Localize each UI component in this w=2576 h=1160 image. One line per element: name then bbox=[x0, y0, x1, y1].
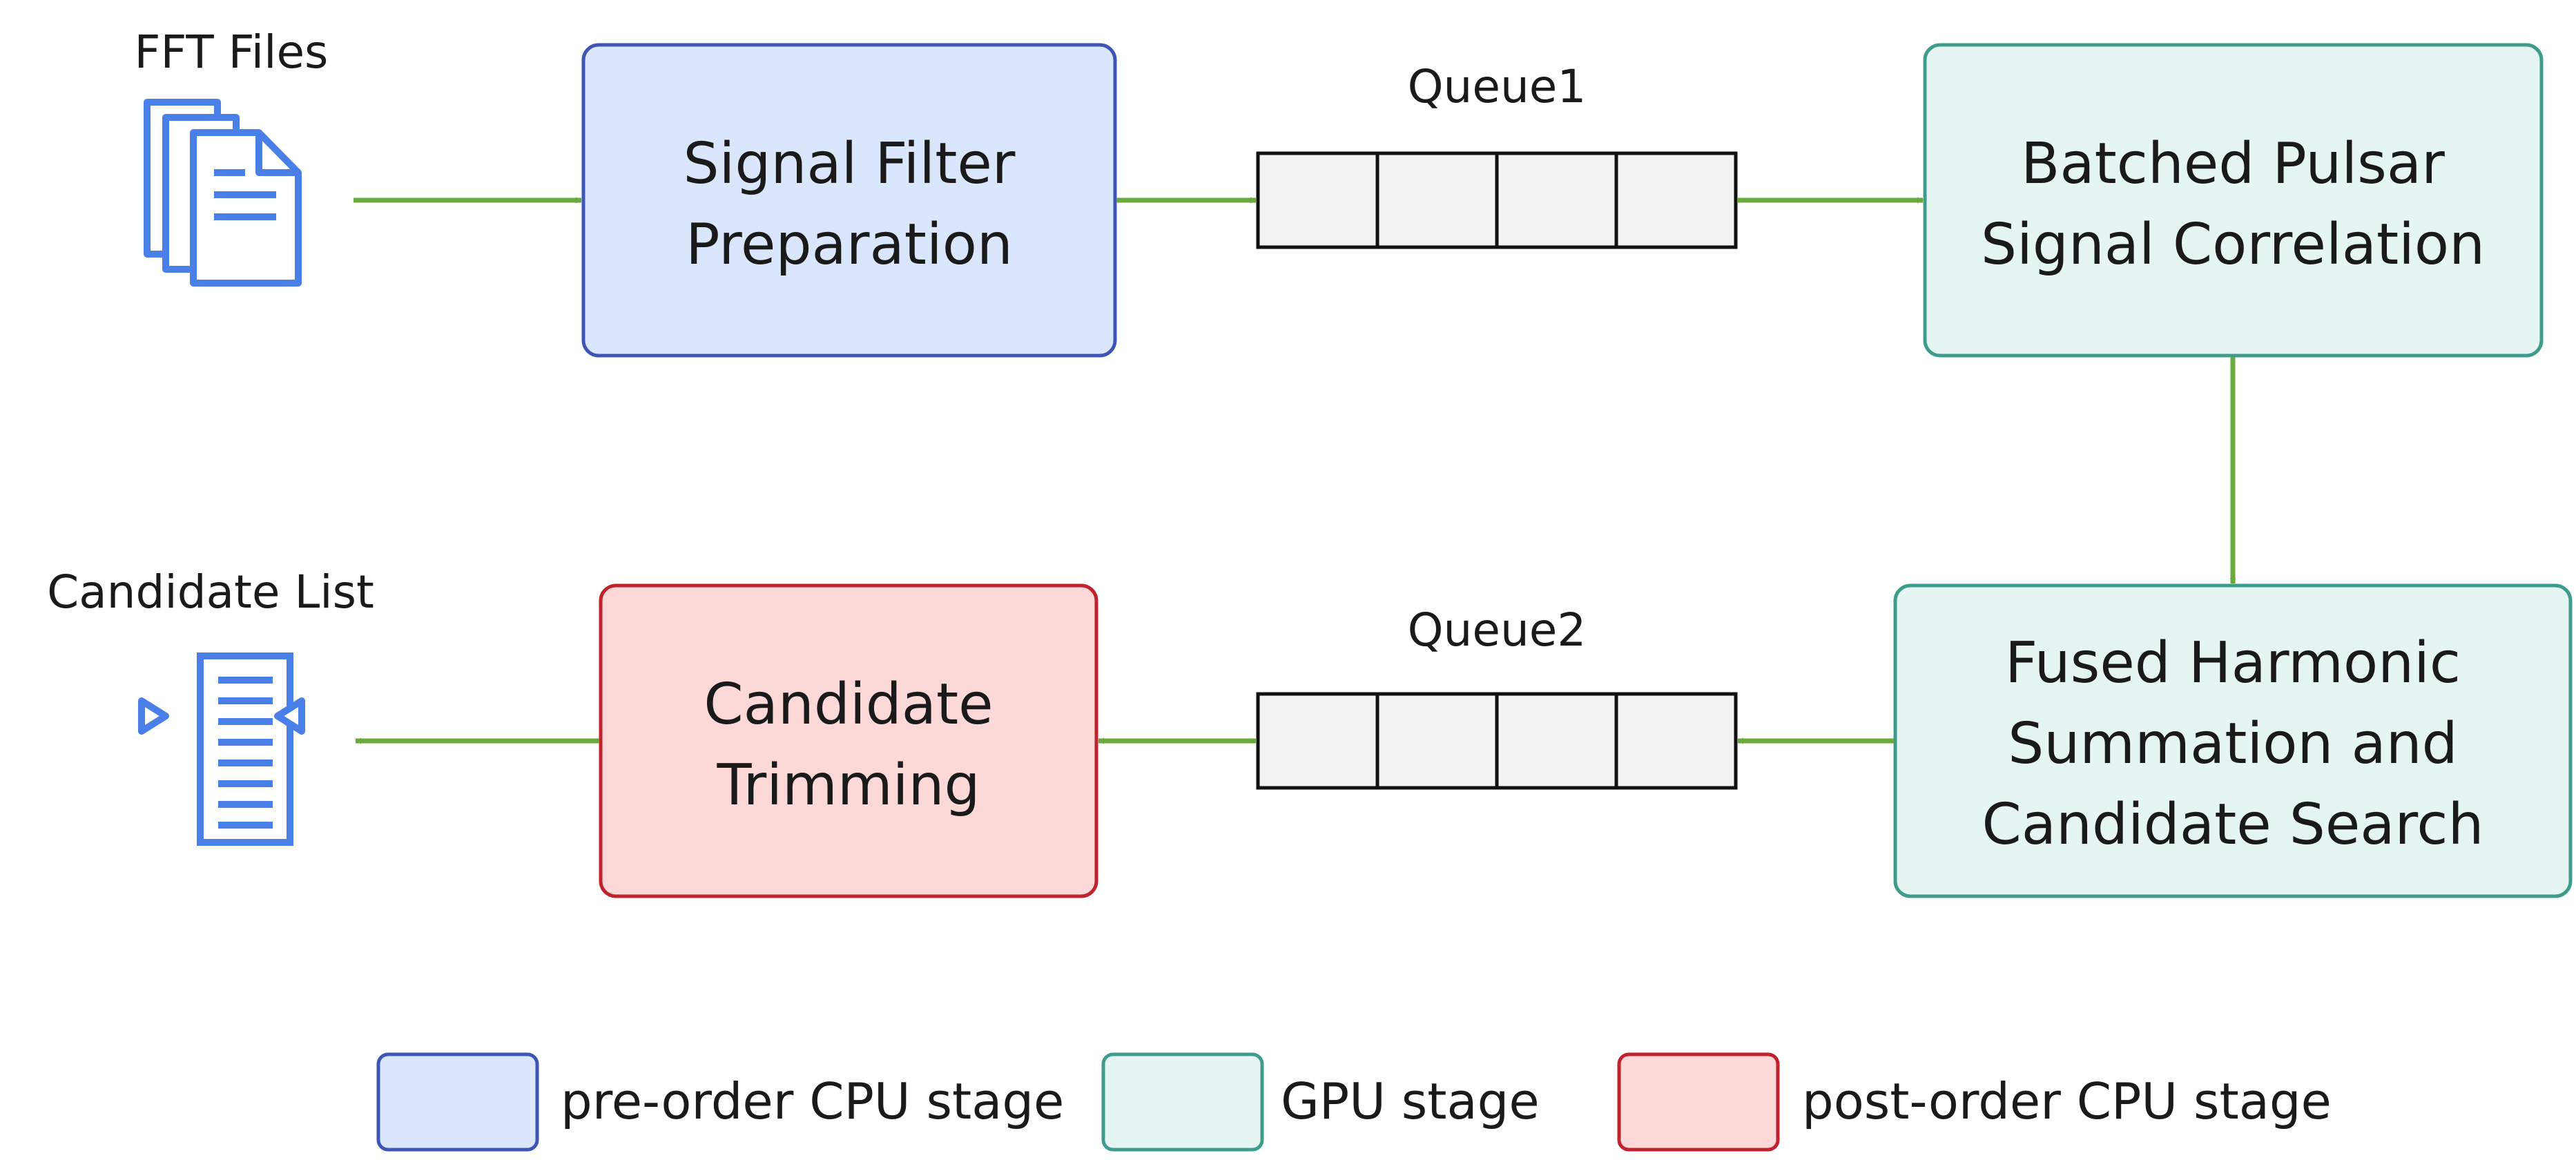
legend-item-gpu: GPU stage bbox=[1101, 1052, 1540, 1152]
fused-harmonic-line1: Fused Harmonic bbox=[2005, 630, 2461, 696]
legend-item-pre-order: pre-order CPU stage bbox=[376, 1052, 1064, 1152]
queue1-label: Queue1 bbox=[1408, 60, 1587, 113]
queue2-slot bbox=[1256, 692, 1379, 790]
signal-filter-line2: Preparation bbox=[686, 212, 1013, 278]
fused-harmonic-line3: Candidate Search bbox=[1982, 792, 2484, 858]
queue1-slot bbox=[1375, 151, 1499, 249]
batched-correlation-line2: Signal Correlation bbox=[1981, 212, 2485, 278]
candidate-trimming-stage: Candidate Trimming bbox=[599, 583, 1098, 898]
queue2-slot bbox=[1375, 692, 1499, 790]
queue1-slot bbox=[1495, 151, 1618, 249]
batched-correlation-stage: Batched Pulsar Signal Correlation bbox=[1923, 43, 2544, 358]
fft-files-input: FFT Files bbox=[135, 26, 329, 287]
legend: pre-order CPU stage GPU stage post-order… bbox=[376, 1052, 2332, 1152]
fused-harmonic-stage: Fused Harmonic Summation and Candidate S… bbox=[1893, 583, 2573, 898]
list-document-icon bbox=[138, 652, 305, 846]
candidate-trimming-line1: Candidate bbox=[704, 672, 993, 737]
queue1-slot bbox=[1256, 151, 1379, 249]
legend-item-post-order: post-order CPU stage bbox=[1617, 1052, 2332, 1152]
candidate-list-label: Candidate List bbox=[47, 566, 374, 619]
legend-label-post-order: post-order CPU stage bbox=[1802, 1072, 2332, 1130]
queue2-slot bbox=[1495, 692, 1618, 790]
queue2-label: Queue2 bbox=[1408, 603, 1587, 657]
queue1: Queue1 bbox=[1256, 60, 1738, 249]
legend-swatch-gpu bbox=[1101, 1052, 1264, 1152]
legend-label-pre-order: pre-order CPU stage bbox=[561, 1072, 1064, 1130]
batched-correlation-line1: Batched Pulsar bbox=[2021, 131, 2445, 197]
legend-swatch-pre-order bbox=[376, 1052, 539, 1152]
fused-harmonic-line2: Summation and bbox=[2008, 711, 2457, 777]
legend-label-gpu: GPU stage bbox=[1281, 1072, 1540, 1130]
candidate-list-output: Candidate List bbox=[47, 566, 374, 846]
signal-filter-preparation-stage: Signal Filter Preparation bbox=[581, 43, 1117, 358]
fft-files-label: FFT Files bbox=[135, 26, 329, 79]
candidate-trimming-line2: Trimming bbox=[716, 753, 980, 818]
queue2: Queue2 bbox=[1256, 603, 1738, 790]
signal-filter-line1: Signal Filter bbox=[683, 131, 1015, 197]
legend-swatch-post-order bbox=[1617, 1052, 1780, 1152]
queue1-slot bbox=[1614, 151, 1738, 249]
document-stack-icon bbox=[144, 99, 302, 287]
queue2-slot bbox=[1614, 692, 1738, 790]
